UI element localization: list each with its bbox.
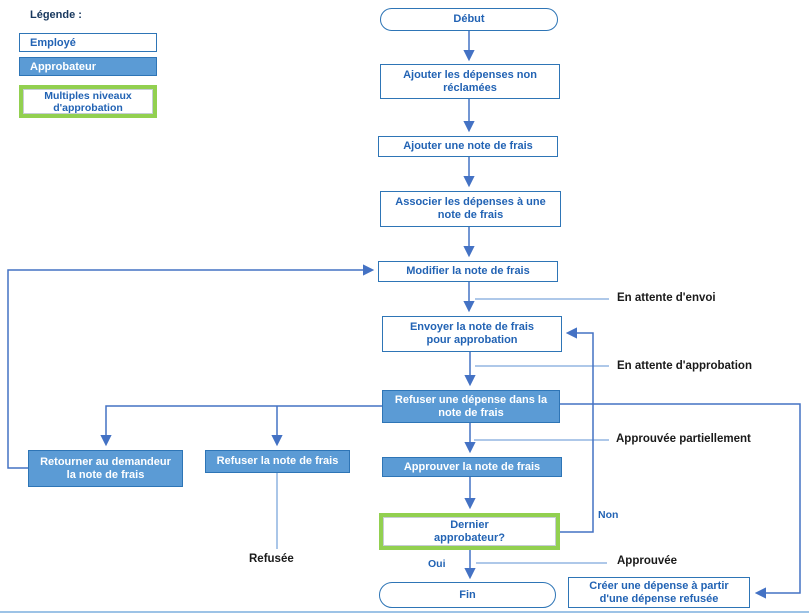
node-ajouter-note: Ajouter une note de frais [378, 136, 558, 157]
node-associer-depenses: Associer les dépenses à une note de frai… [380, 191, 561, 227]
status-label-en-attente-approbation: En attente d'approbation [617, 360, 752, 372]
node-refuser-note: Refuser la note de frais [205, 450, 350, 473]
node-dernier-approbateur: Dernier approbateur? [379, 513, 560, 550]
branch-label-non: Non [598, 509, 619, 521]
node-envoyer-note: Envoyer la note de frais pour approbatio… [382, 316, 562, 352]
legend-item-multiples-niveaux: Multiples niveaux d'approbation [19, 85, 157, 118]
node-ajouter-depenses: Ajouter les dépenses non réclamées [380, 64, 560, 99]
legend-item-employe: Employé [19, 33, 157, 52]
arrow-retourner-loop-to-modifier [7, 264, 375, 469]
legend-title: Légende : [30, 9, 82, 21]
status-label-approuvee-partiellement: Approuvée partiellement [616, 433, 751, 445]
legend-item-approbateur: Approbateur [19, 57, 157, 76]
node-modifier-note: Modifier la note de frais [378, 261, 558, 282]
status-label-en-attente-envoi: En attente d'envoi [617, 292, 716, 304]
status-label-approuvee: Approuvée [617, 555, 678, 567]
arrow-non-loop-to-envoyer [560, 327, 594, 533]
node-approuver-note: Approuver la note de frais [382, 457, 562, 477]
branch-label-oui: Oui [428, 558, 446, 570]
bottom-page-rule [0, 611, 809, 613]
node-creer-depense: Créer une dépense à partir d'une dépense… [568, 577, 750, 608]
node-refuser-depense: Refuser une dépense dans la note de frai… [382, 390, 560, 423]
node-fin: Fin [379, 582, 556, 608]
node-debut: Début [380, 8, 558, 31]
arrow-refuser-depense-to-retourner [100, 405, 382, 447]
status-label-refusee: Refusée [249, 553, 294, 565]
node-retourner-demandeur: Retourner au demandeur la note de frais [28, 450, 183, 487]
